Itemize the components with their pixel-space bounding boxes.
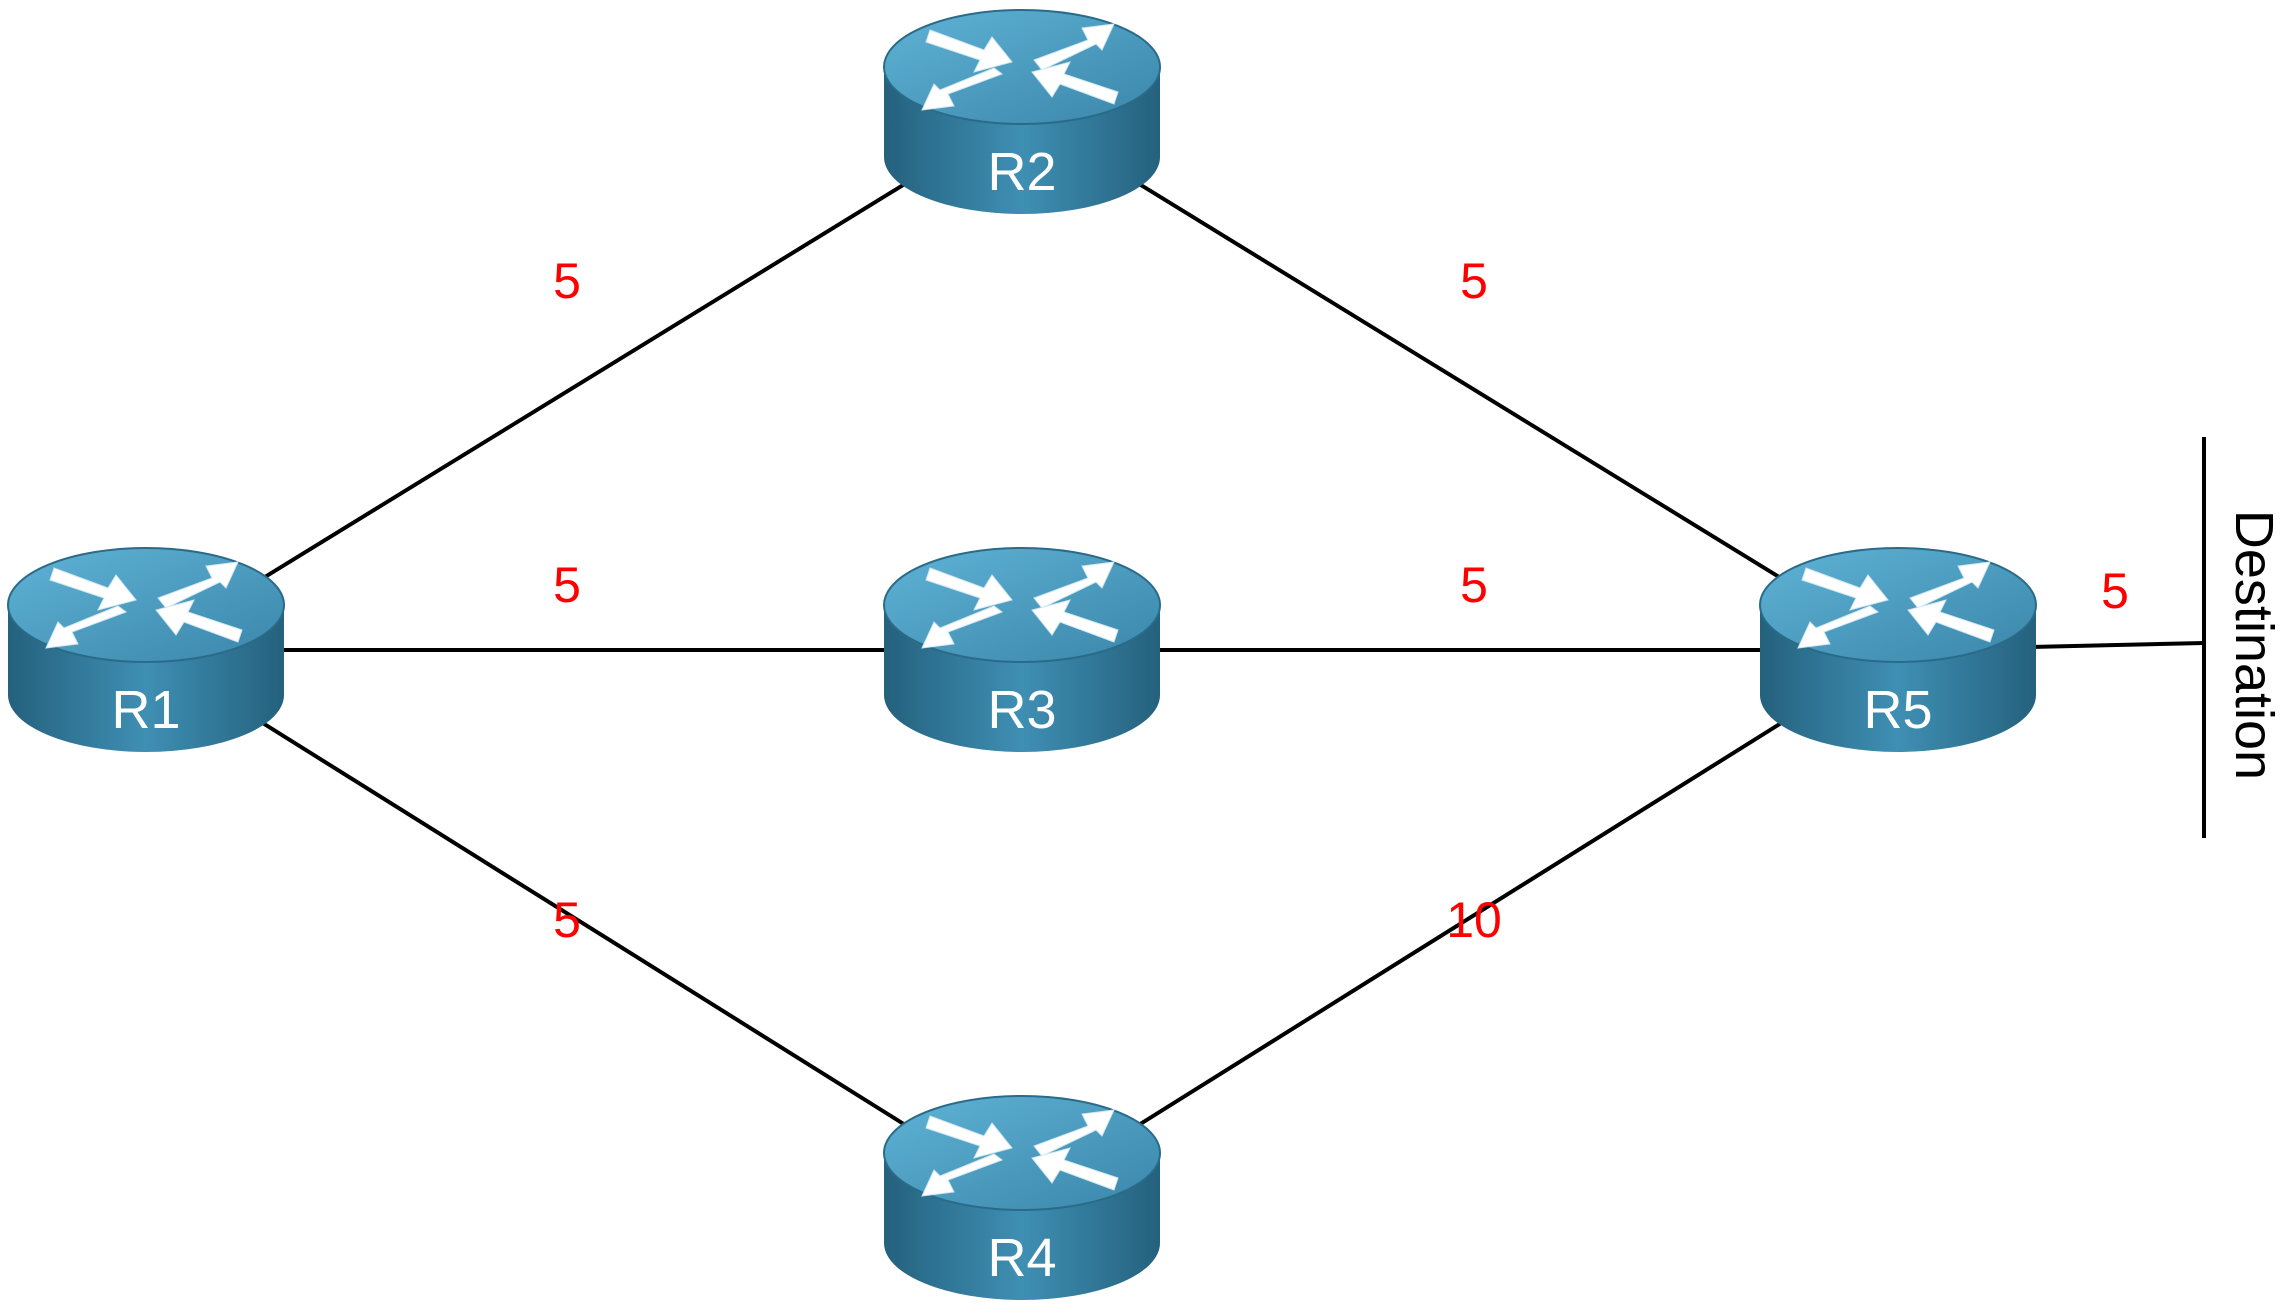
- cost-label-r1-r3: 5: [553, 557, 581, 613]
- router-r2: R2: [883, 9, 1161, 215]
- link-r4-r5: [1125, 713, 1795, 1135]
- router-r3: R3: [883, 547, 1161, 753]
- router-label-r3: R3: [987, 680, 1056, 740]
- router-r4: R4: [883, 1095, 1161, 1301]
- router-r5: R5: [1759, 547, 2037, 753]
- link-r1-r2: [250, 174, 918, 588]
- link-r2-r5: [1126, 174, 1794, 588]
- cost-label-r1-r2: 5: [553, 253, 581, 309]
- cost-label-r3-r5: 5: [1460, 557, 1488, 613]
- router-r1: R1: [7, 547, 285, 753]
- router-label-r2: R2: [987, 142, 1056, 202]
- router-label-r4: R4: [987, 1228, 1056, 1288]
- router-label-r1: R1: [111, 680, 180, 740]
- destination-layer: Destination: [2202, 437, 2284, 838]
- links-layer: [249, 174, 2205, 1135]
- router-label-r5: R5: [1863, 680, 1932, 740]
- link-r5-destination: [2035, 641, 2205, 649]
- cost-label-r4-r5: 10: [1446, 892, 1502, 948]
- link-r1-r4: [249, 713, 919, 1135]
- cost-label-r5-destination: 5: [2101, 563, 2129, 619]
- cost-label-r1-r4: 5: [553, 892, 581, 948]
- cost-label-r2-r5: 5: [1460, 253, 1488, 309]
- destination-label: Destination: [2224, 510, 2284, 780]
- cost-labels-layer: 5 5 5 5 5 10 5: [553, 253, 2129, 948]
